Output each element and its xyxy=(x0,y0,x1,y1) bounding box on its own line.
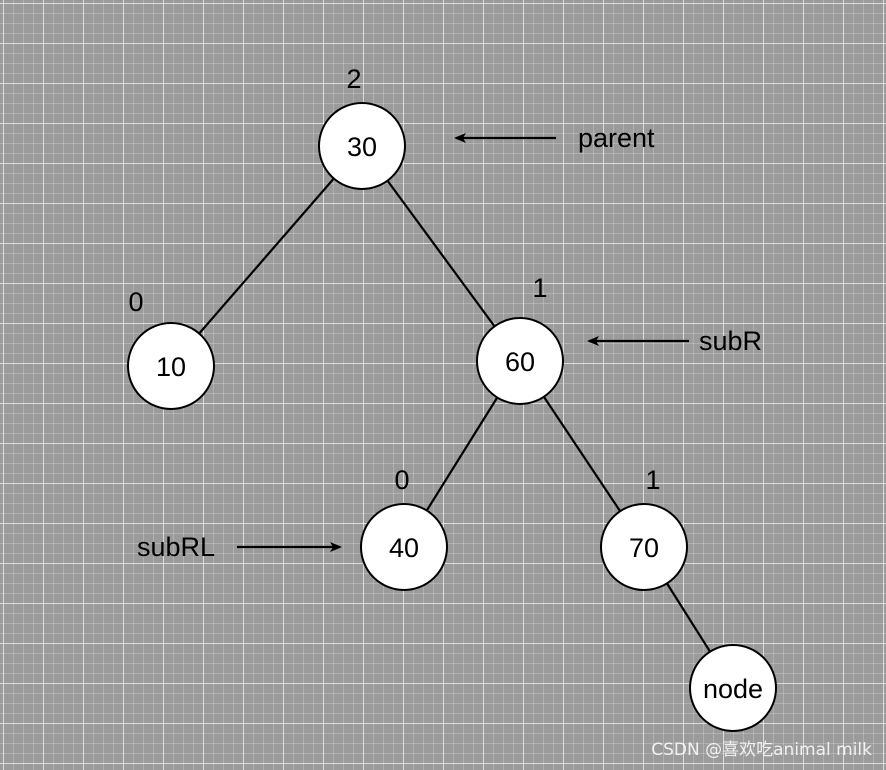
tree-node-30: 30 2 xyxy=(318,64,406,190)
node-label: 10 xyxy=(156,352,186,382)
edge-n70-nnode xyxy=(666,582,711,653)
edge-n30-n10 xyxy=(198,177,335,335)
pointer-subRL: subRL xyxy=(137,532,342,562)
edge-n60-n40 xyxy=(425,396,499,512)
pointer-label: subRL xyxy=(137,532,215,562)
node-circle xyxy=(318,102,406,190)
node-circle xyxy=(127,322,215,410)
edge-n60-n70 xyxy=(542,396,622,512)
pointer-subR: subR xyxy=(587,326,762,356)
node-label: node xyxy=(703,674,763,704)
node-label: 60 xyxy=(505,347,535,377)
tree-node-70: 70 1 xyxy=(600,465,688,591)
edges-layer xyxy=(198,177,711,653)
balance-factor: 2 xyxy=(346,64,361,94)
node-label: 30 xyxy=(347,132,377,162)
pointers-layer: parent subR subRL xyxy=(137,123,762,562)
node-label: 40 xyxy=(389,533,419,563)
node-circle xyxy=(600,503,688,591)
balance-factor: 0 xyxy=(394,465,409,495)
pointer-label: subR xyxy=(699,326,762,356)
node-circle xyxy=(476,317,564,405)
node-label: 70 xyxy=(629,533,659,563)
nodes-layer: 30 2 10 0 60 1 40 0 70 1 node xyxy=(127,64,777,732)
tree-node-node: node xyxy=(689,644,777,732)
pointer-parent: parent xyxy=(454,123,655,153)
balance-factor: 1 xyxy=(645,465,660,495)
balance-factor: 1 xyxy=(532,273,547,303)
balance-factor: 0 xyxy=(128,287,143,317)
tree-node-40: 40 0 xyxy=(360,465,448,591)
tree-node-60: 60 1 xyxy=(476,273,564,405)
node-circle xyxy=(689,644,777,732)
pointer-label: parent xyxy=(578,123,655,153)
edge-n30-n60 xyxy=(386,179,496,328)
node-circle xyxy=(360,503,448,591)
tree-node-10: 10 0 xyxy=(127,287,215,410)
watermark: CSDN @喜欢吃animal milk xyxy=(651,740,872,760)
